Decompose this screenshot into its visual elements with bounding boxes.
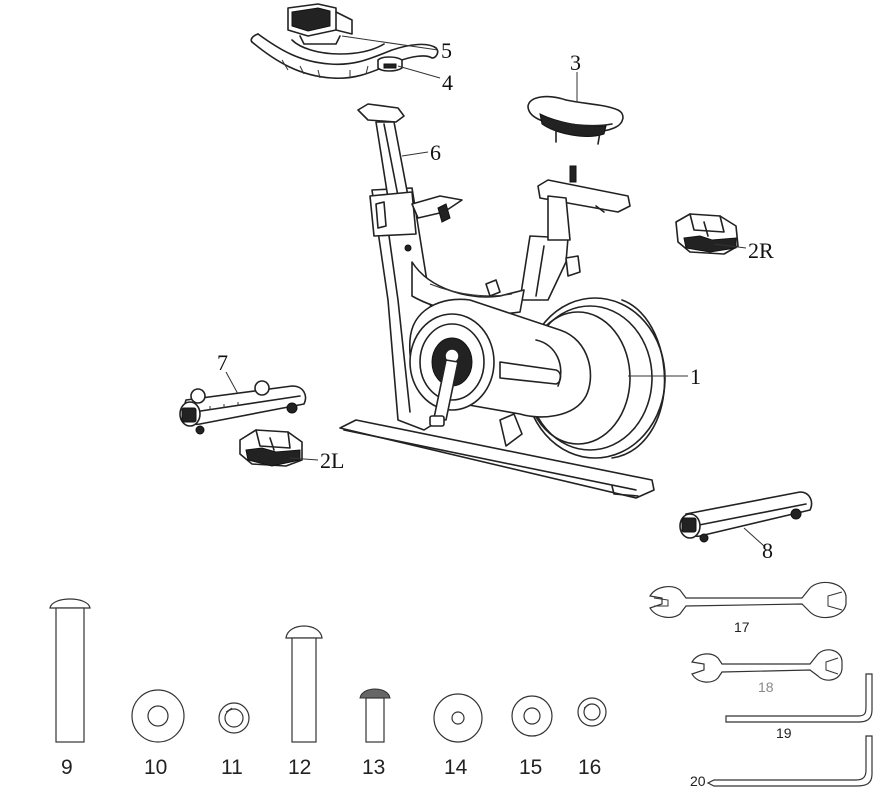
washer-15 bbox=[511, 695, 553, 737]
label-part-2L: 2L bbox=[320, 448, 344, 473]
label-hardware-16: 16 bbox=[578, 756, 601, 779]
hex-key-20 bbox=[706, 735, 873, 787]
hex-key-19 bbox=[725, 673, 873, 723]
label-hardware-15: 15 bbox=[519, 756, 542, 779]
label-tool-19: 19 bbox=[776, 725, 792, 741]
hardware-row bbox=[49, 598, 607, 743]
bolt-13 bbox=[359, 688, 391, 743]
label-hardware-9: 9 bbox=[61, 756, 73, 779]
main-frame bbox=[339, 187, 666, 499]
label-hardware-13: 13 bbox=[362, 756, 385, 779]
right-pedal bbox=[675, 213, 739, 255]
label-part-4: 4 bbox=[442, 70, 453, 95]
label-hardware-11: 11 bbox=[221, 756, 243, 779]
wrench-18 bbox=[691, 649, 843, 683]
spring-washer-16 bbox=[577, 697, 607, 727]
label-part-2R: 2R bbox=[748, 238, 774, 263]
tools-group bbox=[649, 581, 873, 787]
washer-10 bbox=[131, 689, 185, 743]
seat-post-bracket bbox=[537, 165, 631, 241]
front-stabilizer bbox=[179, 380, 307, 435]
wrench-17 bbox=[649, 581, 847, 619]
left-pedal bbox=[239, 429, 303, 467]
label-part-7: 7 bbox=[217, 350, 228, 375]
rear-stabilizer bbox=[679, 491, 813, 543]
bolt-9 bbox=[49, 598, 91, 743]
label-hardware-14: 14 bbox=[444, 756, 468, 779]
spring-washer-11 bbox=[218, 702, 250, 734]
label-hardware-10: 10 bbox=[144, 756, 167, 779]
label-part-5: 5 bbox=[441, 38, 452, 63]
label-part-1: 1 bbox=[690, 364, 701, 389]
label-part-3: 3 bbox=[570, 50, 581, 75]
handlebar-post bbox=[357, 103, 463, 237]
washer-14 bbox=[433, 693, 483, 743]
label-part-6: 6 bbox=[430, 140, 441, 165]
label-tool-20: 20 bbox=[690, 773, 706, 789]
bolt-12 bbox=[285, 625, 323, 743]
label-tool-17: 17 bbox=[734, 619, 750, 635]
handlebar bbox=[250, 3, 439, 80]
label-hardware-12: 12 bbox=[288, 756, 311, 779]
leader-lines bbox=[225, 35, 765, 547]
seat bbox=[527, 95, 624, 145]
label-part-8: 8 bbox=[762, 538, 773, 563]
label-tool-18: 18 bbox=[758, 679, 774, 695]
